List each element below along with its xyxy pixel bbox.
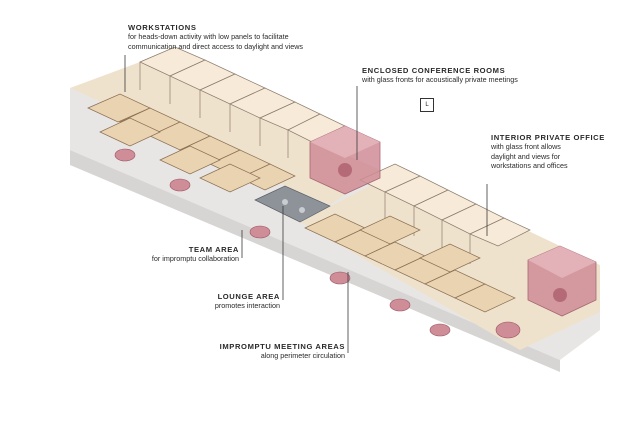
lower-office-row: [359, 163, 531, 264]
private-office-desc-1: with glass front allows: [491, 142, 561, 152]
workstations-desc-1: for heads-down activity with low panels …: [128, 32, 289, 42]
conference-callout: ENCLOSED CONFERENCE ROOMS with glass fro…: [362, 66, 562, 85]
workstation-cluster-lower: [304, 213, 516, 313]
impromptu-title: IMPROMPTU MEETING AREAS: [219, 342, 345, 351]
private-office-callout: INTERIOR PRIVATE OFFICE with glass front…: [491, 133, 631, 171]
upper-wing-floor: [70, 62, 380, 205]
team-area-title: TEAM AREA: [188, 245, 239, 254]
private-office-title: INTERIOR PRIVATE OFFICE: [491, 133, 605, 142]
conference-room-lower: [527, 245, 597, 317]
lounge-title: LOUNGE AREA: [217, 292, 280, 301]
impromptu-callout: IMPROMPTU MEETING AREAS along perimeter …: [195, 342, 345, 361]
private-office-desc-3: workstations and offices: [491, 161, 568, 171]
impromptu-desc: along perimeter circulation: [260, 351, 345, 361]
team-area-callout: TEAM AREA for impromptu collaboration: [104, 245, 239, 264]
conference-desc-1: with glass fronts for acoustically priva…: [362, 75, 518, 85]
team-area-desc: for impromptu collaboration: [151, 254, 239, 264]
private-office-desc-2: daylight and views for: [491, 151, 561, 161]
perimeter-walkway: [70, 150, 560, 372]
conference-room-upper: [309, 125, 381, 195]
leader-lines: [124, 55, 488, 353]
impromptu-meeting-tables: [114, 148, 521, 339]
workstations-desc-2: communication and direct access to dayli…: [128, 41, 303, 51]
lounge-desc: promotes interaction: [214, 301, 280, 311]
lounge-area: [254, 185, 331, 223]
upper-office-row: [139, 46, 346, 158]
conference-title: ENCLOSED CONFERENCE ROOMS: [362, 66, 506, 75]
workstations-callout: WORKSTATIONS for heads-down activity wit…: [128, 23, 348, 51]
workstation-cluster-upper: [87, 93, 296, 193]
lounge-callout: LOUNGE AREA promotes interaction: [150, 292, 280, 311]
north-marker: L: [420, 98, 434, 112]
workstations-title: WORKSTATIONS: [128, 23, 197, 32]
